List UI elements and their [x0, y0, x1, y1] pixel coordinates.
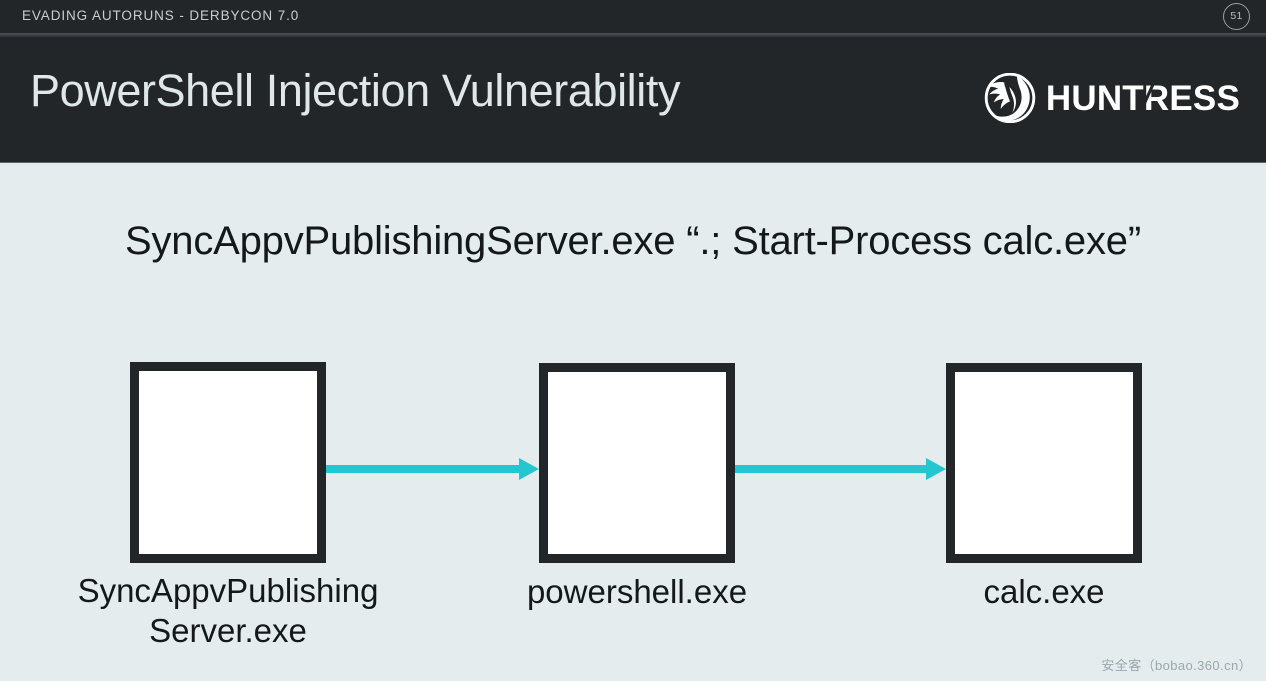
huntress-logo: HUNTRESS: [981, 72, 1240, 124]
deck-title: EVADING AUTORUNS - DERBYCON 7.0: [22, 8, 300, 23]
process-box: [539, 363, 735, 563]
process-node-label-line1: SyncAppvPublishing: [77, 572, 379, 609]
slide-header: PowerShell Injection Vulnerability HUNTR…: [0, 37, 1266, 163]
process-box: [946, 363, 1142, 563]
flow-arrow-2: [735, 458, 946, 480]
arrow-head-icon: [519, 458, 539, 480]
slide-body: SyncAppvPublishingServer.exe “.; Start-P…: [0, 164, 1266, 681]
process-node-calc: calc.exe: [946, 363, 1142, 610]
process-node-label-line2: Server.exe: [149, 612, 307, 649]
process-chain-diagram: SyncAppvPublishing Server.exe powershell…: [0, 164, 1266, 681]
slide-number-badge: 51: [1223, 3, 1250, 30]
huntress-wordmark-text: HUNTRESS: [1045, 78, 1240, 118]
huntress-wordmark: HUNTRESS: [1046, 81, 1240, 116]
topbar-divider: [0, 33, 1266, 37]
process-box: [130, 362, 326, 563]
process-node-label: powershell.exe: [527, 572, 747, 612]
flow-arrow-1: [326, 458, 539, 480]
topbar: EVADING AUTORUNS - DERBYCON 7.0 51: [0, 0, 1266, 33]
process-node-label: calc.exe: [983, 572, 1104, 612]
arrow-head-icon: [926, 458, 946, 480]
process-node-label: SyncAppvPublishing Server.exe: [78, 571, 379, 651]
command-text: SyncAppvPublishingServer.exe “.; Start-P…: [125, 219, 1141, 263]
process-node-syncappvpublishingserver: SyncAppvPublishing Server.exe: [78, 362, 378, 649]
process-node-powershell: powershell.exe: [527, 363, 747, 610]
process-node-label-line1: calc.exe: [983, 573, 1105, 610]
falcon-head-icon: [981, 72, 1039, 124]
page-title: PowerShell Injection Vulnerability: [30, 65, 681, 116]
process-node-label-line1: powershell.exe: [526, 573, 748, 610]
arrow-shaft: [735, 465, 926, 473]
arrow-shaft: [326, 465, 519, 473]
source-watermark: 安全客（bobao.360.cn）: [1101, 658, 1252, 673]
